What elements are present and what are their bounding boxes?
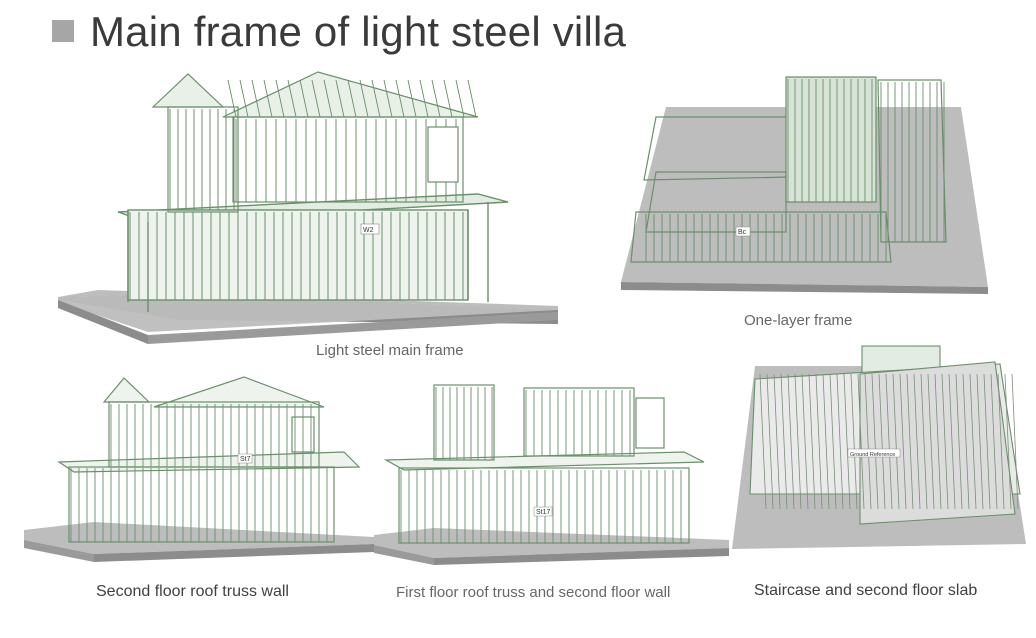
wall-studs (400, 387, 682, 543)
frame-tag-label: St17 (536, 509, 551, 516)
wall-studs (645, 79, 945, 262)
page-title: Main frame of light steel villa (90, 8, 627, 55)
frame-tag-label: Bc (738, 229, 747, 236)
first-floor-truss-caption: First floor roof truss and second floor … (396, 584, 671, 601)
second-floor-truss-caption: Second floor roof truss wall (96, 583, 289, 600)
wall-studs (70, 404, 328, 542)
title-bullet (52, 20, 74, 42)
one-layer-frame-illustration: Bc (616, 72, 996, 302)
floor-joists (759, 373, 1019, 510)
wall-studs (129, 109, 464, 300)
roof-truss (227, 79, 477, 118)
staircase-caption: Staircase and second floor slab (754, 582, 978, 599)
frame-tag-label: Ground Reference (850, 452, 895, 458)
second-floor-truss-illustration: St7 (24, 372, 376, 562)
one-layer-caption: One-layer frame (744, 312, 853, 329)
main-frame-illustration: W2 (58, 62, 560, 352)
frame-tag-label: St7 (240, 456, 251, 463)
first-floor-truss-illustration: St17 (374, 380, 730, 565)
frame-tag-label: W2 (363, 227, 374, 234)
main-frame-caption: Light steel main frame (316, 342, 464, 359)
staircase-slab-illustration: Ground Reference (730, 344, 1030, 556)
